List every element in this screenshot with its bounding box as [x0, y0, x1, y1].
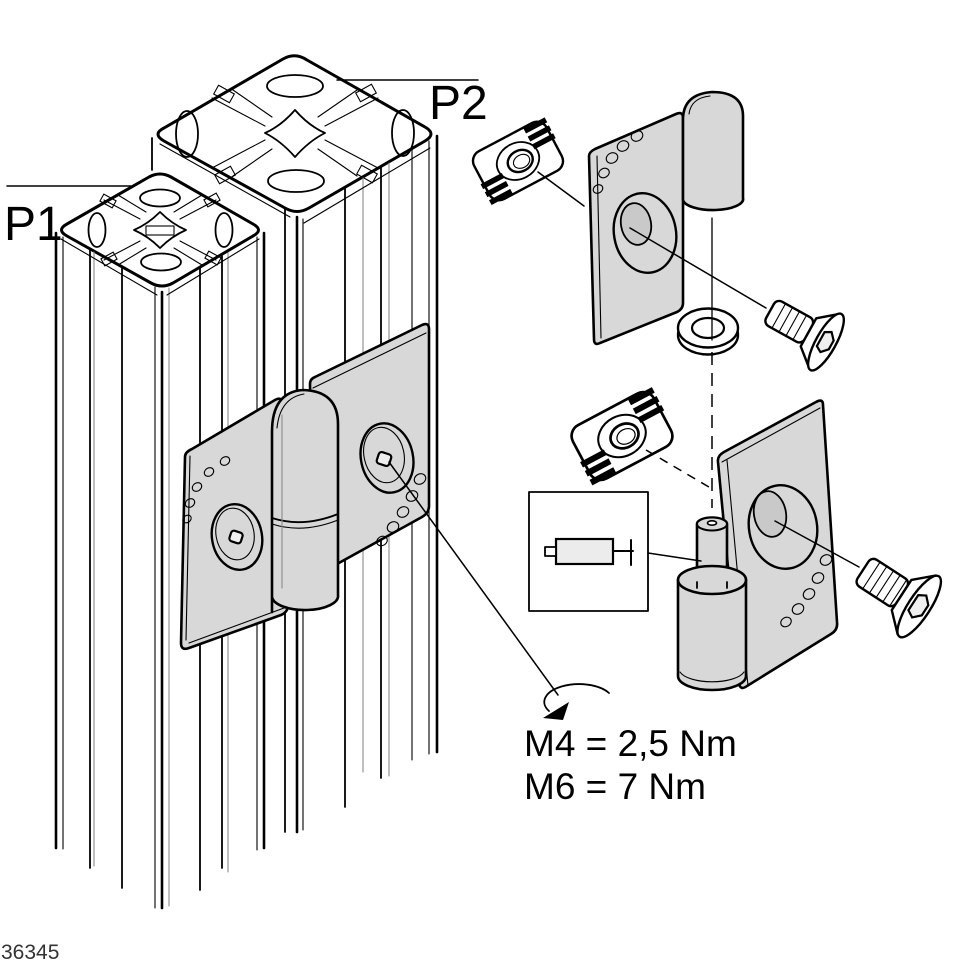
hinge-right-plate — [308, 322, 431, 577]
assembled-hinge-icon — [179, 322, 559, 696]
torque-m4-text: M4 = 2,5 Nm — [524, 723, 737, 764]
rotation-arrow-icon — [543, 683, 610, 712]
screw-upper-icon — [764, 299, 845, 372]
exploded-lower-group — [528, 387, 943, 692]
pin-symbol — [554, 537, 615, 566]
torque-m6-text: M6 = 7 Nm — [524, 766, 706, 807]
callouts-group: P1 P2 — [4, 77, 488, 251]
hinge-leaf-lower-icon — [716, 399, 839, 690]
hinge-barrel — [270, 388, 340, 614]
figure-number: 36345 — [1, 941, 59, 964]
rotation-arrowhead — [543, 702, 569, 720]
pin-detail-inset — [528, 491, 649, 612]
exploded-upper-group — [471, 90, 845, 508]
label-p1: P1 — [4, 198, 63, 251]
torque-note-group: M4 = 2,5 Nm M6 = 7 Nm — [524, 683, 737, 807]
p1-top-face — [60, 172, 260, 288]
label-p2: P2 — [429, 77, 488, 130]
t-nut-lower-icon — [570, 387, 674, 486]
hinge-pin-icon — [676, 516, 748, 692]
p2-top-face — [156, 54, 433, 213]
hinge-leaf-upper-icon — [587, 90, 745, 346]
washer-icon — [676, 307, 740, 356]
t-nut-upper-icon — [471, 117, 565, 206]
hinge-torque-leader-line — [388, 461, 559, 696]
screw-lower-icon — [855, 557, 943, 639]
